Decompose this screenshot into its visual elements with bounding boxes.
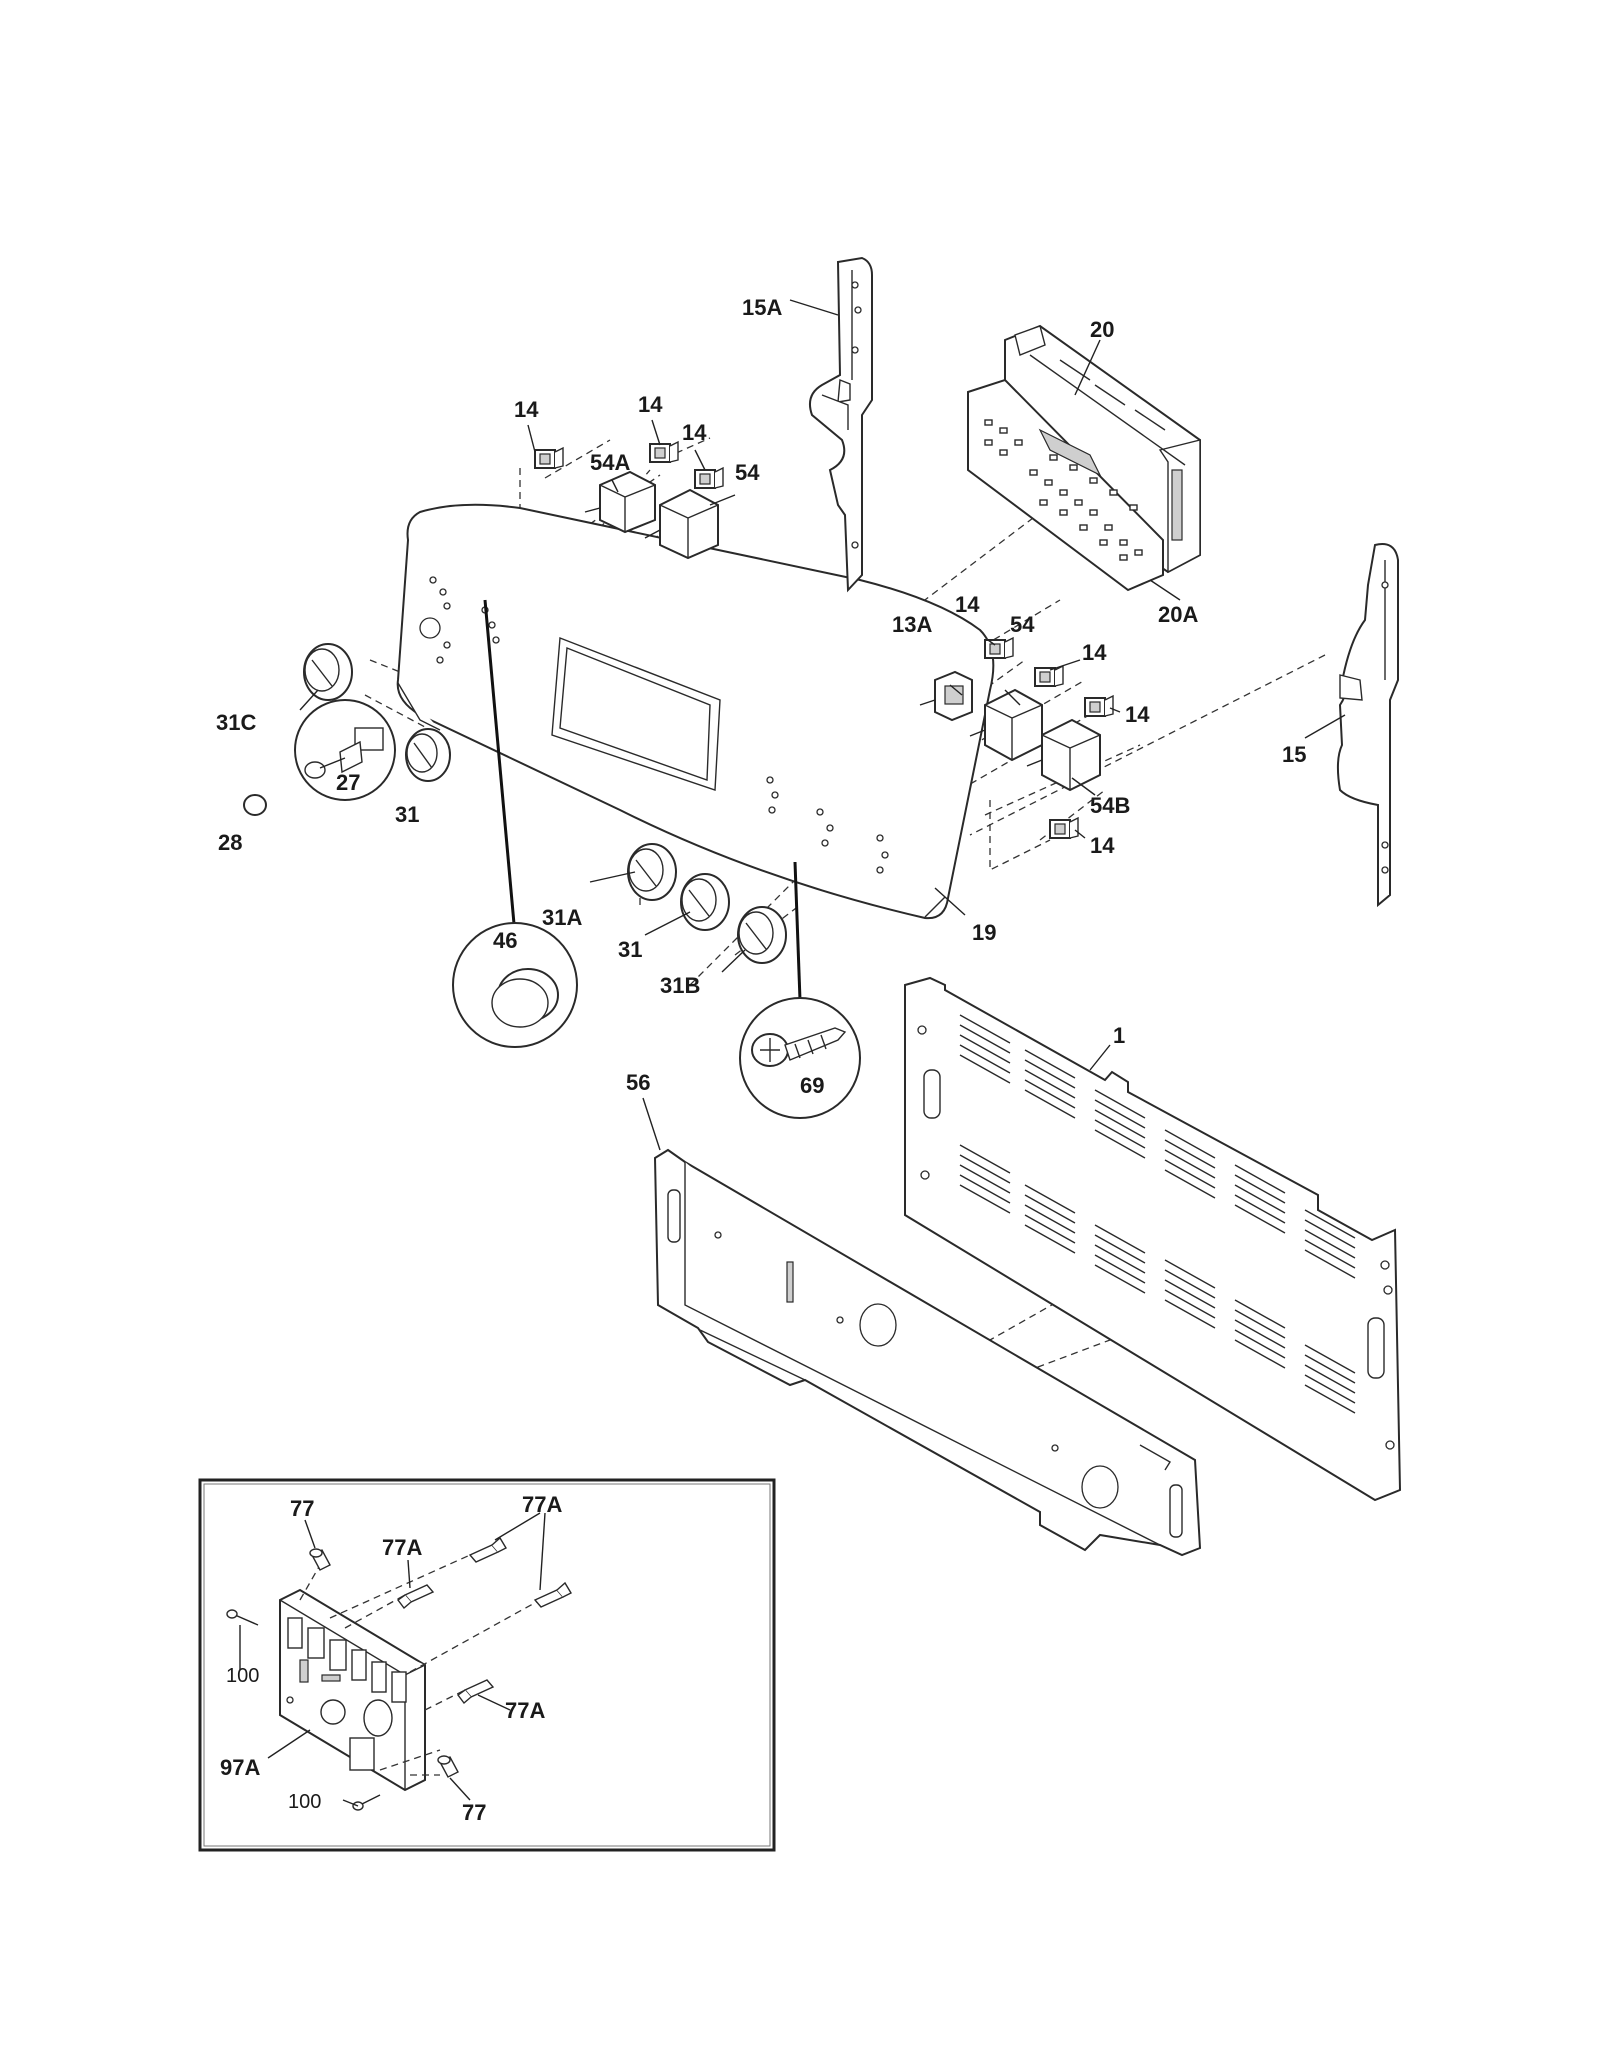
vent-louvers [959, 1014, 1356, 1414]
callout-31B: 31B [660, 973, 700, 998]
callout-14-d: 14 [955, 592, 980, 617]
panel-mount-holes [419, 576, 889, 874]
callout-46: 46 [493, 928, 517, 953]
overlay-buttons [984, 419, 1143, 561]
inset-board-detail: 77 77A 77A 77A 100 97A 100 77 [198, 1478, 776, 1852]
pin-77A-top2 [533, 1581, 572, 1608]
callout-54A: 54A [590, 450, 630, 475]
inset-frame [198, 1478, 776, 1852]
callout-77-top: 77 [290, 1496, 314, 1521]
callout-20A: 20A [1158, 602, 1198, 627]
callout-20: 20 [1090, 317, 1114, 342]
lower-back-panel-56 [653, 1148, 1202, 1557]
part-28 [243, 794, 267, 816]
callout-54-top: 54 [735, 460, 760, 485]
clip-14-f [1084, 694, 1114, 717]
back-panel-1 [904, 976, 1402, 1502]
clip-14-b [649, 440, 679, 463]
callout-14-c: 14 [682, 420, 707, 445]
standoff-77-top [309, 1548, 331, 1571]
switch-clips-14 [534, 440, 1114, 839]
callout-54B: 54B [1090, 793, 1130, 818]
standoff-77-bot [437, 1755, 459, 1778]
clip-14-g [1049, 816, 1079, 839]
callout-1: 1 [1113, 1023, 1125, 1048]
callout-28: 28 [218, 830, 242, 855]
clip-14-d [984, 636, 1014, 659]
callout-77-bot: 77 [462, 1800, 486, 1825]
callout-100-bot: 100 [288, 1791, 321, 1813]
clip-14-a [534, 446, 564, 469]
switch-54B [1026, 718, 1101, 792]
callout-14-b: 14 [638, 392, 663, 417]
pin-77A-mid [397, 1584, 435, 1610]
knob-31-left [405, 728, 451, 782]
knob-31C [303, 643, 353, 701]
control-board-97A [279, 1588, 426, 1792]
overlay-20A [967, 378, 1164, 592]
callout-100-top: 100 [226, 1665, 259, 1687]
callout-56: 56 [626, 1070, 650, 1095]
callout-77A-mid: 77A [382, 1535, 422, 1560]
clip-14-e [1034, 664, 1064, 687]
callout-labels: 15A 20 20A 14 14 14 54A 54 31C 27 28 31 … [216, 295, 1306, 1098]
callout-54-right: 54 [1010, 612, 1035, 637]
callout-31A: 31A [542, 905, 582, 930]
screw-100-top [226, 1609, 259, 1626]
electronic-control-20 [1004, 324, 1201, 574]
callout-69: 69 [800, 1073, 824, 1098]
callout-31C: 31C [216, 710, 256, 735]
pin-77A-top [468, 1536, 507, 1563]
switch-54-top [644, 488, 719, 560]
detail-circle-27 [294, 699, 396, 801]
callout-14-f: 14 [1125, 702, 1150, 727]
leader-69 [793, 861, 802, 1001]
callout-97A: 97A [220, 1755, 260, 1780]
detail-circle-69 [739, 997, 861, 1119]
callout-27: 27 [336, 770, 360, 795]
infinite-switches [584, 470, 1101, 792]
knob-31A [627, 843, 677, 901]
label-leaders [299, 299, 1346, 1151]
switch-54A [584, 470, 656, 534]
leader-46 [483, 599, 517, 936]
control-panel-19 [396, 503, 995, 920]
callout-31-mid: 31 [618, 937, 642, 962]
callout-19: 19 [972, 920, 996, 945]
callout-31-left: 31 [395, 802, 419, 827]
knob-31B [737, 906, 787, 964]
callout-15: 15 [1282, 742, 1306, 767]
callout-77A-top: 77A [522, 1492, 562, 1517]
side-bracket-15 [1336, 543, 1399, 908]
switch-13A [919, 670, 973, 722]
side-bracket-15A [809, 256, 873, 593]
callout-77A-low: 77A [505, 1698, 545, 1723]
callout-14-e: 14 [1082, 640, 1107, 665]
knob-31-mid [680, 873, 730, 931]
knobs [303, 643, 787, 964]
callout-14-a: 14 [514, 397, 539, 422]
callout-15A: 15A [742, 295, 782, 320]
callout-13A: 13A [892, 612, 932, 637]
pin-77A-low [457, 1679, 495, 1705]
callout-14-g: 14 [1090, 833, 1115, 858]
clip-14-c [694, 466, 724, 489]
detail-circle-46 [452, 922, 578, 1048]
